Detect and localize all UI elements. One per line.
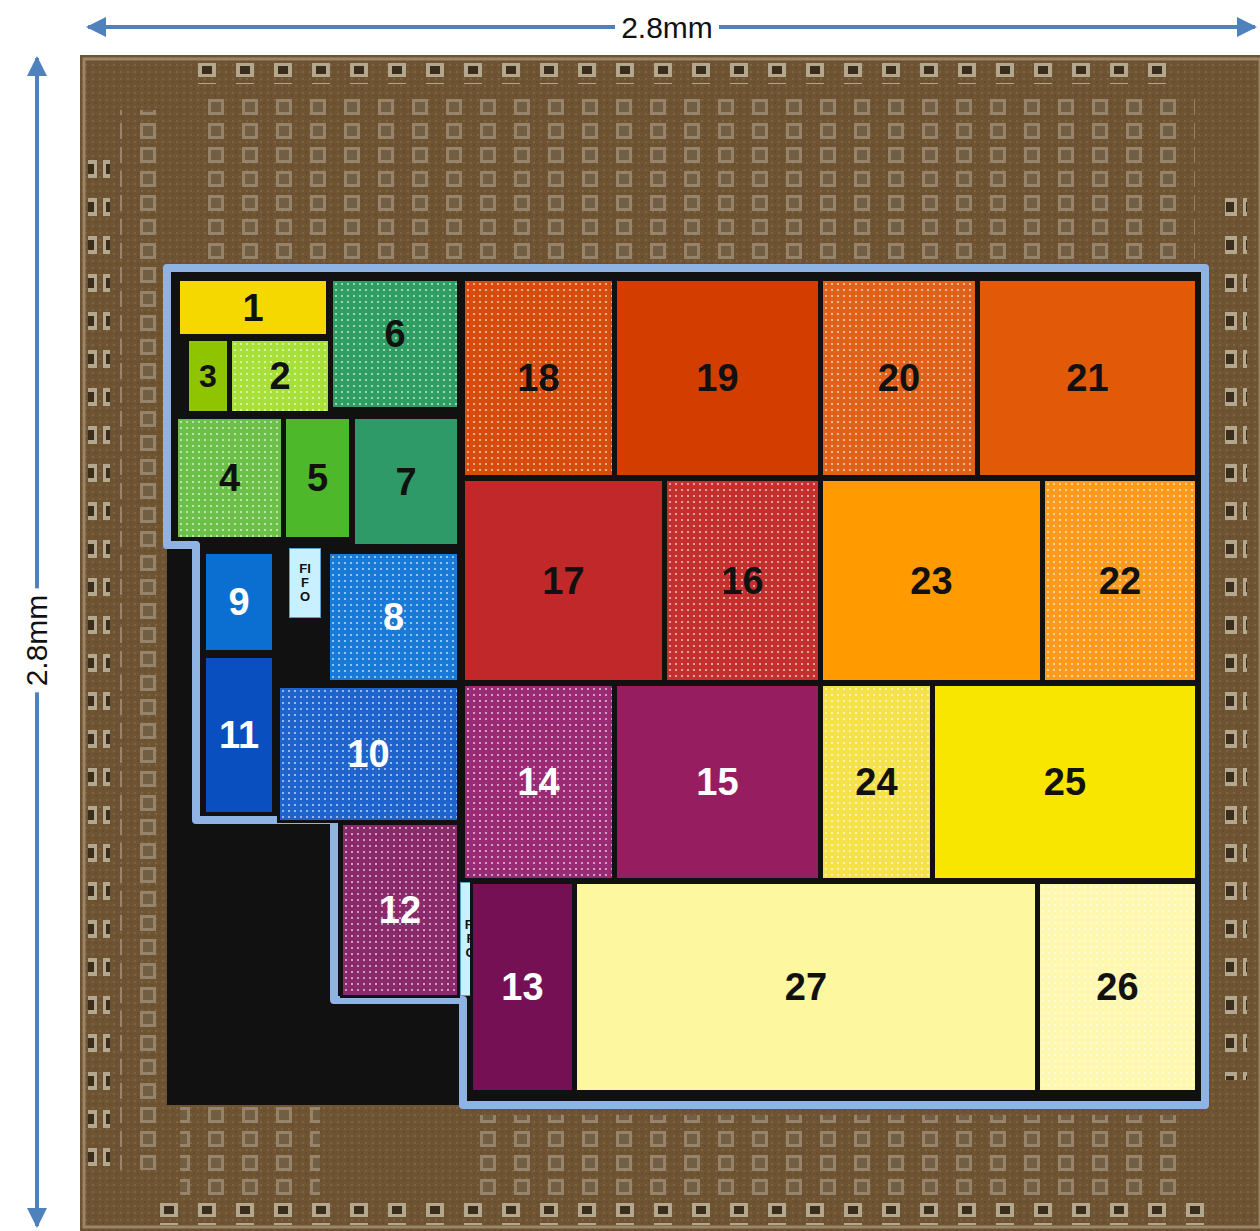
block-number: 8	[383, 598, 404, 636]
block-number: 20	[878, 359, 920, 397]
block-number: 24	[855, 763, 897, 801]
block-number: 17	[542, 562, 584, 600]
fifo-label: FIFO	[299, 562, 312, 605]
floorplan-block: 27	[574, 881, 1038, 1093]
block-number: 6	[384, 315, 405, 353]
floorplan-block: 6	[330, 278, 460, 410]
floorplan-block: 14	[462, 683, 615, 881]
block-number: 11	[219, 716, 259, 754]
block-number: 7	[395, 463, 416, 501]
block-number: 1	[242, 289, 263, 327]
floorplan-block: 26	[1037, 881, 1198, 1093]
floorplan-block: 22	[1042, 478, 1198, 683]
floorplan-block: 3	[186, 338, 230, 414]
floorplan-block: 23	[820, 478, 1043, 683]
block-number: 2	[269, 357, 290, 395]
block-number: 21	[1066, 359, 1108, 397]
floorplan-block: 17	[462, 478, 665, 683]
block-number: 27	[785, 968, 827, 1006]
block-number: 14	[517, 763, 559, 801]
floorplan-block: 2	[229, 338, 331, 414]
floorplan-block: 7	[352, 416, 460, 547]
block-number: 13	[501, 968, 543, 1006]
block-number: 3	[199, 360, 217, 392]
floorplan-block: 15	[614, 683, 821, 881]
floorplan-block: 21	[977, 278, 1198, 478]
block-number: 12	[379, 891, 421, 929]
floorplan-block: 25	[932, 683, 1198, 881]
floorplan-block: 4	[175, 416, 284, 540]
block-number: 5	[307, 459, 328, 497]
dimension-label: 2.8mm	[21, 588, 54, 692]
fifo-block: FIFO	[289, 548, 321, 618]
block-number: 18	[517, 359, 559, 397]
floorplan-block: 10	[277, 685, 460, 823]
block-number: 22	[1099, 562, 1141, 600]
floorplan-block: 8	[327, 551, 460, 683]
block-number: 25	[1044, 763, 1086, 801]
floorplan-block: 12	[340, 822, 460, 998]
block-number: 15	[696, 763, 738, 801]
floorplan-block: 19	[614, 278, 821, 478]
floorplan-block: 11	[203, 655, 275, 815]
block-number: 10	[347, 735, 389, 773]
block-number: 9	[228, 583, 249, 621]
floorplan-block: 1	[177, 278, 329, 337]
block-number: 23	[910, 562, 952, 600]
dimension-label: 2.8mm	[615, 11, 719, 44]
floorplan-block: 18	[462, 278, 615, 478]
block-number: 19	[696, 359, 738, 397]
floorplan-block: 20	[820, 278, 978, 478]
block-number: 16	[721, 562, 763, 600]
floorplan-block: 9	[203, 551, 275, 653]
floorplan-block: 13	[470, 881, 575, 1093]
block-number: 4	[219, 459, 240, 497]
floorplan-block: 16	[664, 478, 821, 683]
block-number: 26	[1096, 968, 1138, 1006]
floorplan-block: 5	[283, 416, 352, 540]
floorplan-block: 24	[820, 683, 933, 881]
